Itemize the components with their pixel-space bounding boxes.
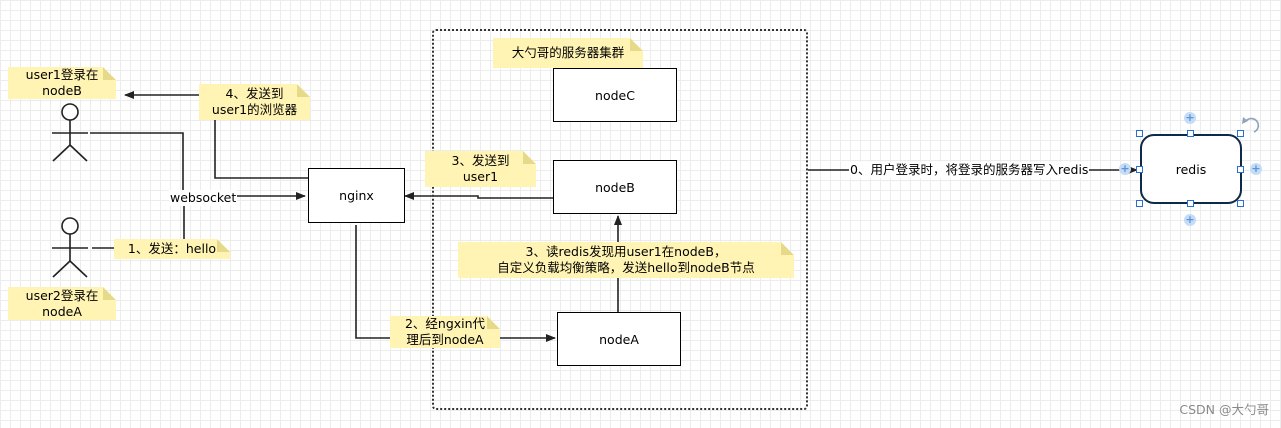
add-connector-bottom-icon[interactable]: + [1184, 213, 1196, 226]
user2-actor [52, 217, 88, 278]
user1-actor [52, 103, 88, 162]
step3-send-note: 3、发送到 user1 [425, 151, 536, 187]
edge-step4 [124, 91, 308, 179]
redis-node[interactable]: redis [1140, 134, 1242, 204]
selection-handle[interactable] [1136, 130, 1143, 137]
selection-handle[interactable] [1187, 130, 1194, 137]
step0-label: 0、用户登录时，将登录的服务器写入redis [849, 162, 1090, 178]
nginx-node[interactable]: nginx [308, 168, 405, 223]
user2-login-note: user2登录在 nodeA [8, 287, 116, 320]
node-a[interactable]: nodeA [557, 312, 681, 366]
step1-note: 1、发送：hello [114, 239, 230, 259]
step2-note: 2、经ngxin代 理后到nodeA [390, 316, 500, 348]
watermark: CSDN @大勺哥 [1179, 402, 1269, 417]
edge-websocket [90, 132, 306, 200]
add-connector-right-icon[interactable]: + [1250, 162, 1262, 175]
selection-handle[interactable] [1237, 166, 1244, 173]
user1-login-note: user1登录在 nodeB [8, 67, 116, 99]
edge-step3-send [404, 192, 553, 200]
node-c[interactable]: nodeC [553, 68, 677, 122]
add-connector-top-icon[interactable]: + [1184, 111, 1196, 124]
step4-note: 4、发送到 user1的浏览器 [199, 84, 310, 120]
selection-handle[interactable] [1237, 130, 1244, 137]
websocket-label: websocket [169, 190, 238, 206]
cluster-title-note: 大勺哥的服务器集群 [493, 38, 643, 68]
selection-handle[interactable] [1136, 200, 1143, 207]
selection-handle[interactable] [1237, 200, 1244, 207]
add-connector-left-icon[interactable]: + [1119, 162, 1131, 175]
node-b[interactable]: nodeB [553, 160, 677, 214]
step3-read-note: 3、读redis发现用user1在nodeB， 自定义负载均衡策略，发送hell… [458, 242, 794, 278]
selection-handle[interactable] [1136, 166, 1143, 173]
server-cluster [432, 29, 808, 410]
selection-handle[interactable] [1187, 200, 1194, 207]
rotate-icon [1245, 117, 1260, 133]
